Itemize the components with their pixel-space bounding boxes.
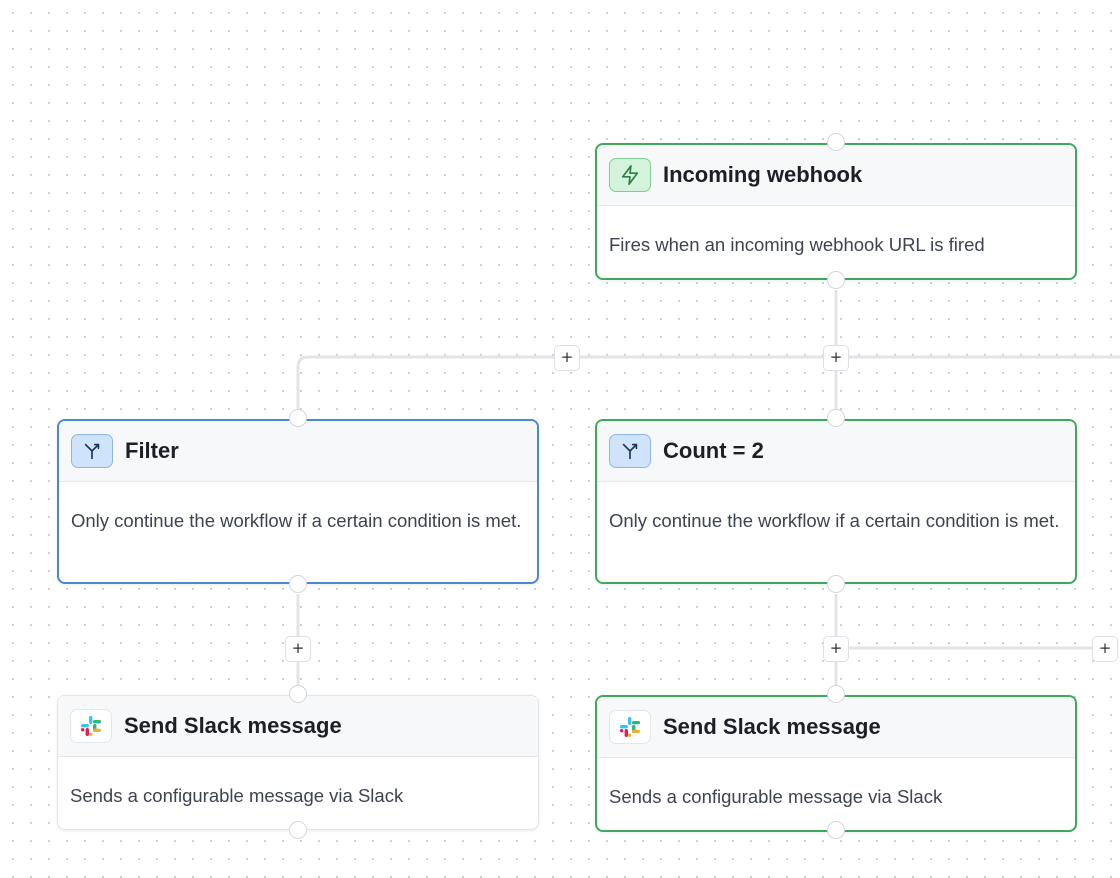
slack-icon xyxy=(609,710,651,744)
node-send-slack-message-right[interactable]: Send Slack message Sends a configurable … xyxy=(595,695,1077,832)
node-description: Sends a configurable message via Slack xyxy=(70,785,404,806)
node-title: Filter xyxy=(125,438,179,463)
node-description: Fires when an incoming webhook URL is fi… xyxy=(609,234,985,255)
slack-right-input-port[interactable] xyxy=(827,685,845,703)
node-title: Send Slack message xyxy=(124,713,342,738)
node-header: Send Slack message xyxy=(597,697,1075,758)
count-output-port[interactable] xyxy=(827,575,845,593)
node-description: Sends a configurable message via Slack xyxy=(609,786,943,807)
add-step-button[interactable]: + xyxy=(823,636,849,662)
node-header: Filter xyxy=(59,421,537,482)
slack-right-output-port[interactable] xyxy=(827,821,845,839)
node-send-slack-message-left[interactable]: Send Slack message Sends a configurable … xyxy=(57,695,539,830)
node-filter[interactable]: Filter Only continue the workflow if a c… xyxy=(57,419,539,584)
filter-input-port[interactable] xyxy=(289,409,307,427)
node-header: Incoming webhook xyxy=(597,145,1075,206)
add-step-button[interactable]: + xyxy=(554,345,580,371)
slack-left-output-port[interactable] xyxy=(289,821,307,839)
node-header: Send Slack message xyxy=(58,696,538,757)
slack-icon xyxy=(70,709,112,743)
lightning-icon xyxy=(609,158,651,192)
add-step-button[interactable]: + xyxy=(1092,636,1118,662)
filter-output-port[interactable] xyxy=(289,575,307,593)
node-description: Only continue the workflow if a certain … xyxy=(609,510,1060,531)
node-title: Send Slack message xyxy=(663,714,881,739)
webhook-output-port[interactable] xyxy=(827,271,845,289)
add-step-button[interactable]: + xyxy=(285,636,311,662)
branch-icon xyxy=(71,434,113,468)
slack-left-input-port[interactable] xyxy=(289,685,307,703)
count-input-port[interactable] xyxy=(827,409,845,427)
node-description: Only continue the workflow if a certain … xyxy=(71,510,522,531)
node-incoming-webhook[interactable]: Incoming webhook Fires when an incoming … xyxy=(595,143,1077,280)
node-header: Count = 2 xyxy=(597,421,1075,482)
webhook-input-port[interactable] xyxy=(827,133,845,151)
add-step-button[interactable]: + xyxy=(823,345,849,371)
node-title: Incoming webhook xyxy=(663,162,863,187)
branch-icon xyxy=(609,434,651,468)
edge-branch-to-filter xyxy=(296,355,309,418)
node-count-condition[interactable]: Count = 2 Only continue the workflow if … xyxy=(595,419,1077,584)
node-title: Count = 2 xyxy=(663,438,764,463)
